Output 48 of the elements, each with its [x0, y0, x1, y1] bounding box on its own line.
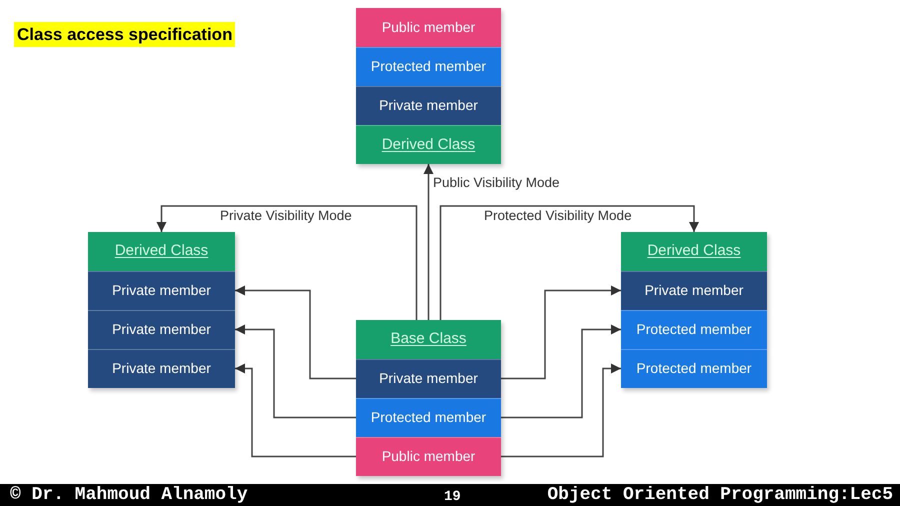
member-label: Protected member	[370, 58, 486, 76]
arrow	[235, 286, 356, 380]
member-label: Protected member	[636, 321, 752, 339]
class-name: Base Class	[390, 330, 466, 349]
member-label: Private member	[112, 282, 211, 300]
edge-label: Private Visibility Mode	[218, 208, 354, 224]
member-label: Private member	[379, 97, 478, 115]
member-label: Private member	[112, 321, 211, 339]
arrow	[501, 286, 621, 380]
footer-text: 19	[444, 488, 461, 506]
class-header	[356, 125, 501, 164]
arrow	[440, 205, 699, 320]
class-name: Derived Class	[647, 242, 741, 261]
arrow	[501, 364, 621, 458]
private-member-row	[356, 86, 501, 125]
class-header	[356, 320, 501, 359]
protected-member-row	[621, 310, 767, 349]
class-name: Derived Class	[114, 242, 208, 261]
edge-label: Protected Visibility Mode	[482, 208, 634, 224]
class-name: Derived Class	[382, 136, 476, 154]
arrow	[424, 164, 434, 320]
arrow	[235, 364, 356, 458]
member-label: Public member	[382, 448, 476, 466]
public-member-row	[356, 8, 501, 47]
protected-member-row	[356, 398, 501, 437]
member-label: Protected member	[636, 360, 752, 378]
private-member-row	[356, 359, 501, 398]
private-member-row	[88, 310, 235, 349]
footer-text: Object Oriented Programming:Lec5	[547, 485, 893, 505]
private-member-row	[621, 271, 767, 310]
member-label: Private member	[644, 282, 744, 300]
member-label: Protected member	[370, 409, 486, 427]
class-header	[621, 232, 767, 271]
private-member-row	[88, 271, 235, 310]
member-label: Private member	[112, 360, 211, 378]
title: Class access specification	[14, 22, 236, 47]
protected-member-row	[621, 349, 767, 388]
member-label: Private member	[379, 370, 478, 388]
edge-label: Public Visibility Mode	[431, 175, 562, 191]
member-label: Public member	[382, 18, 476, 36]
public-member-row	[356, 437, 501, 476]
arrow	[156, 205, 418, 320]
class-header	[88, 232, 235, 271]
protected-member-row	[356, 47, 501, 86]
arrow	[235, 324, 356, 418]
footer-text: © Dr. Mahmoud Alnamoly	[10, 485, 248, 505]
arrow	[501, 324, 621, 418]
private-member-row	[88, 349, 235, 388]
